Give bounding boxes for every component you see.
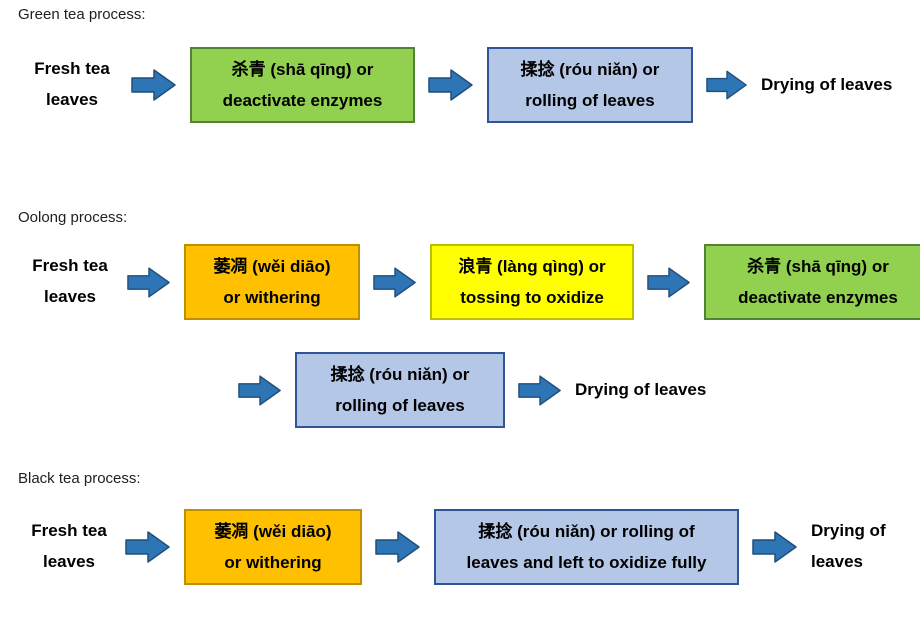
- arrow-right-icon: [647, 266, 690, 298]
- arrow-right-icon: [131, 69, 176, 101]
- oolong-end-label: Drying of leaves: [575, 379, 707, 399]
- black-section-heading: Black tea process:: [18, 470, 141, 487]
- arrow-right-icon: [373, 266, 416, 298]
- arrow-right-icon: [518, 374, 561, 406]
- oolong-tossing-box: 浪青 (làng qìng) or tossing to oxidize: [430, 244, 634, 320]
- arrow-right-icon: [238, 374, 281, 406]
- black-rolling-oxidize-box: 揉捻 (róu niǎn) or rolling of leaves and l…: [434, 509, 739, 585]
- oolong-start-line2: leaves: [44, 287, 96, 306]
- oolong-start-line1: Fresh tea: [32, 256, 108, 276]
- box-line1: 杀青 (shā qīng) or: [231, 59, 374, 79]
- box-line1: 杀青 (shā qīng) or: [747, 256, 889, 276]
- green-start-label: Fresh tea leaves: [26, 54, 118, 115]
- box-line2: tossing to oxidize: [460, 288, 604, 307]
- green-start-line2: leaves: [46, 90, 98, 109]
- green-rolling-box: 揉捻 (róu niǎn) or rolling of leaves: [487, 47, 693, 123]
- black-start-line2: leaves: [43, 552, 95, 571]
- black-end-line2: leaves: [811, 552, 863, 571]
- box-line1: 浪青 (làng qìng) or: [458, 256, 606, 276]
- green-deactivate-box: 杀青 (shā qīng) or deactivate enzymes: [190, 47, 415, 123]
- box-line1: 揉捻 (róu niǎn) or: [520, 59, 660, 79]
- box-line2: deactivate enzymes: [738, 288, 898, 307]
- arrow-right-icon: [752, 531, 797, 563]
- green-start-line1: Fresh tea: [34, 59, 110, 79]
- black-start-label: Fresh tea leaves: [26, 516, 112, 577]
- arrow-right-icon: [375, 531, 420, 563]
- box-line1: 揉捻 (róu niǎn) or rolling of: [478, 521, 695, 541]
- box-line2: leaves and left to oxidize fully: [466, 553, 707, 572]
- box-line2: rolling of leaves: [525, 91, 655, 110]
- box-line1: 揉捻 (róu niǎn) or: [330, 364, 470, 384]
- oolong-flow-row-2: 揉捻 (róu niǎn) or rolling of leaves Dryin…: [0, 352, 920, 428]
- arrow-right-icon: [127, 266, 170, 298]
- box-line1: 萎凋 (wěi diāo): [213, 256, 331, 276]
- black-end-line1: Drying of: [811, 521, 886, 541]
- box-line2: deactivate enzymes: [222, 91, 383, 110]
- oolong-deactivate-box: 杀青 (shā qīng) or deactivate enzymes: [704, 244, 920, 320]
- box-line2: or withering: [224, 553, 322, 572]
- box-line2: or withering: [223, 288, 321, 307]
- oolong-start-label: Fresh tea leaves: [26, 251, 114, 312]
- box-line1: 萎凋 (wěi diāo): [214, 521, 332, 541]
- black-end-label: Drying of leaves: [811, 516, 886, 577]
- oolong-rolling-box: 揉捻 (róu niǎn) or rolling of leaves: [295, 352, 505, 428]
- green-flow-row: Fresh tea leaves 杀青 (shā qīng) or deacti…: [0, 47, 920, 123]
- oolong-section-heading: Oolong process:: [18, 209, 128, 226]
- black-start-line1: Fresh tea: [31, 521, 107, 541]
- arrow-right-icon: [706, 70, 747, 100]
- black-flow-row: Fresh tea leaves 萎凋 (wěi diāo) or wither…: [0, 509, 920, 585]
- arrow-right-icon: [428, 69, 473, 101]
- green-section-heading: Green tea process:: [18, 6, 146, 23]
- oolong-withering-box: 萎凋 (wěi diāo) or withering: [184, 244, 360, 320]
- oolong-flow-row-1: Fresh tea leaves 萎凋 (wěi diāo) or wither…: [0, 244, 920, 320]
- box-line2: rolling of leaves: [335, 396, 465, 415]
- arrow-right-icon: [125, 531, 170, 563]
- green-end-label: Drying of leaves: [761, 74, 893, 94]
- black-withering-box: 萎凋 (wěi diāo) or withering: [184, 509, 362, 585]
